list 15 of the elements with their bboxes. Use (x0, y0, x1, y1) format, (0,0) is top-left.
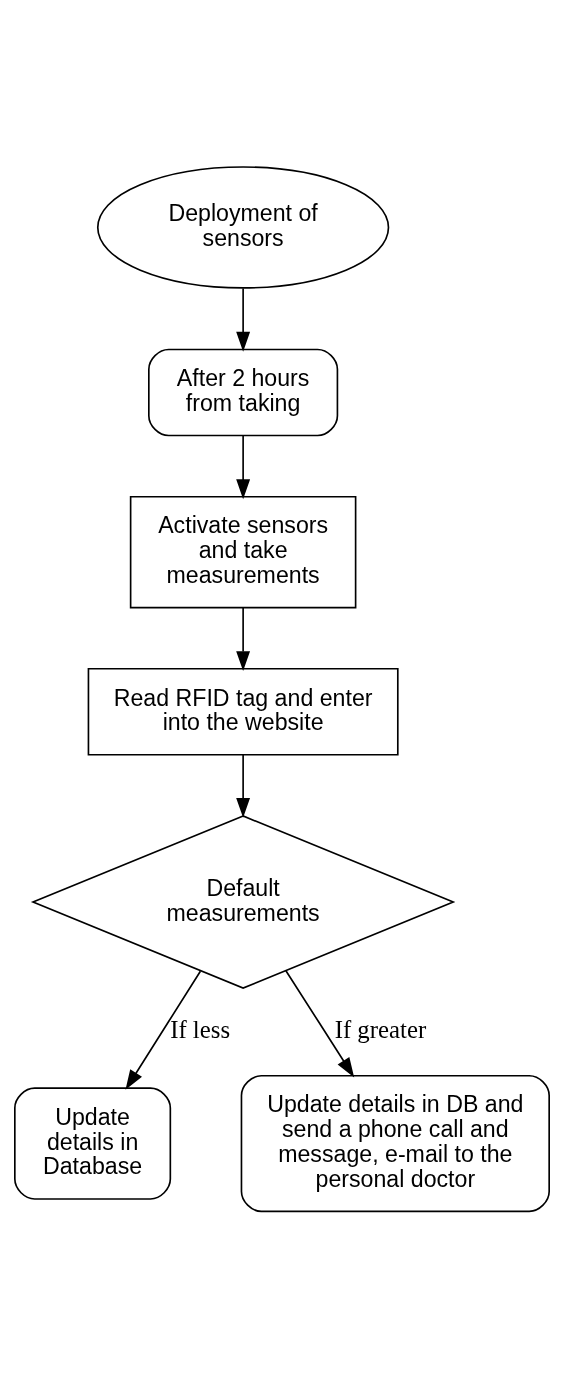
node-diamond: Default measurements (30, 814, 456, 989)
edge-label: If less (170, 1015, 231, 1043)
node-box: After 2 hours from taking (148, 348, 339, 436)
arrow (285, 969, 355, 1077)
arrow (236, 287, 251, 352)
arrow (236, 606, 251, 671)
arrow (236, 434, 251, 499)
arrow (125, 970, 202, 1090)
node-box: Activate sensors and take measurements (129, 495, 357, 608)
node-box: Update details in DB and send a phone call and message, e-mail to the personal doctor (240, 1074, 550, 1212)
node-ellipse: Deployment of sensors (96, 165, 390, 289)
node-box: Read RFID tag and enter into the website (87, 667, 399, 756)
edge-label: If greater (334, 1015, 427, 1043)
node-box: Update details in Database (14, 1086, 172, 1200)
arrow (236, 753, 251, 818)
